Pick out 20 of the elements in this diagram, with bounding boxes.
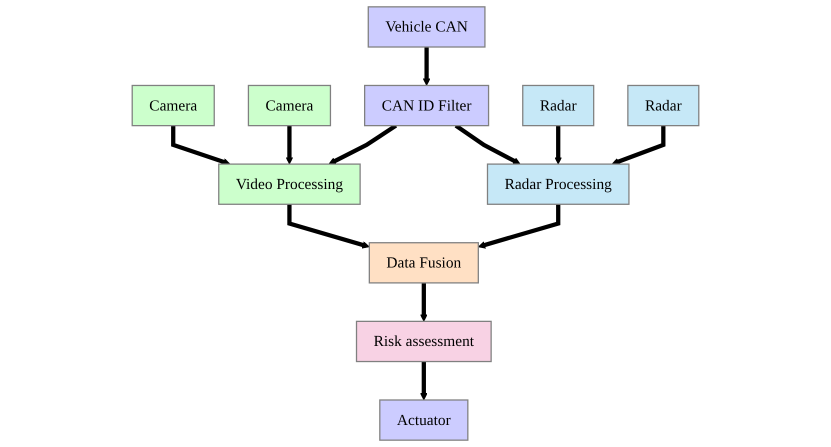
node-box: Data Fusion <box>368 242 479 284</box>
node-box: Video Processing <box>218 163 361 205</box>
arrow <box>286 126 294 164</box>
node-box: Radar Processing <box>486 163 630 205</box>
arrow <box>171 126 230 166</box>
arrow <box>422 47 430 86</box>
node-box: Radar <box>522 84 594 126</box>
node-box: Vehicle CAN <box>368 6 486 48</box>
arrow <box>554 126 562 164</box>
node-box: Risk assessment <box>356 320 492 362</box>
arrow <box>612 126 666 166</box>
node-box: Actuator <box>379 399 468 441</box>
node-box: Radar <box>627 84 700 126</box>
arrow <box>420 362 428 400</box>
node-box: Camera <box>248 84 332 126</box>
node-box: CAN ID Filter <box>364 84 490 126</box>
arrow <box>478 204 560 249</box>
node-box: Camera <box>132 84 215 126</box>
arrow <box>420 282 428 322</box>
arrow <box>287 204 370 249</box>
